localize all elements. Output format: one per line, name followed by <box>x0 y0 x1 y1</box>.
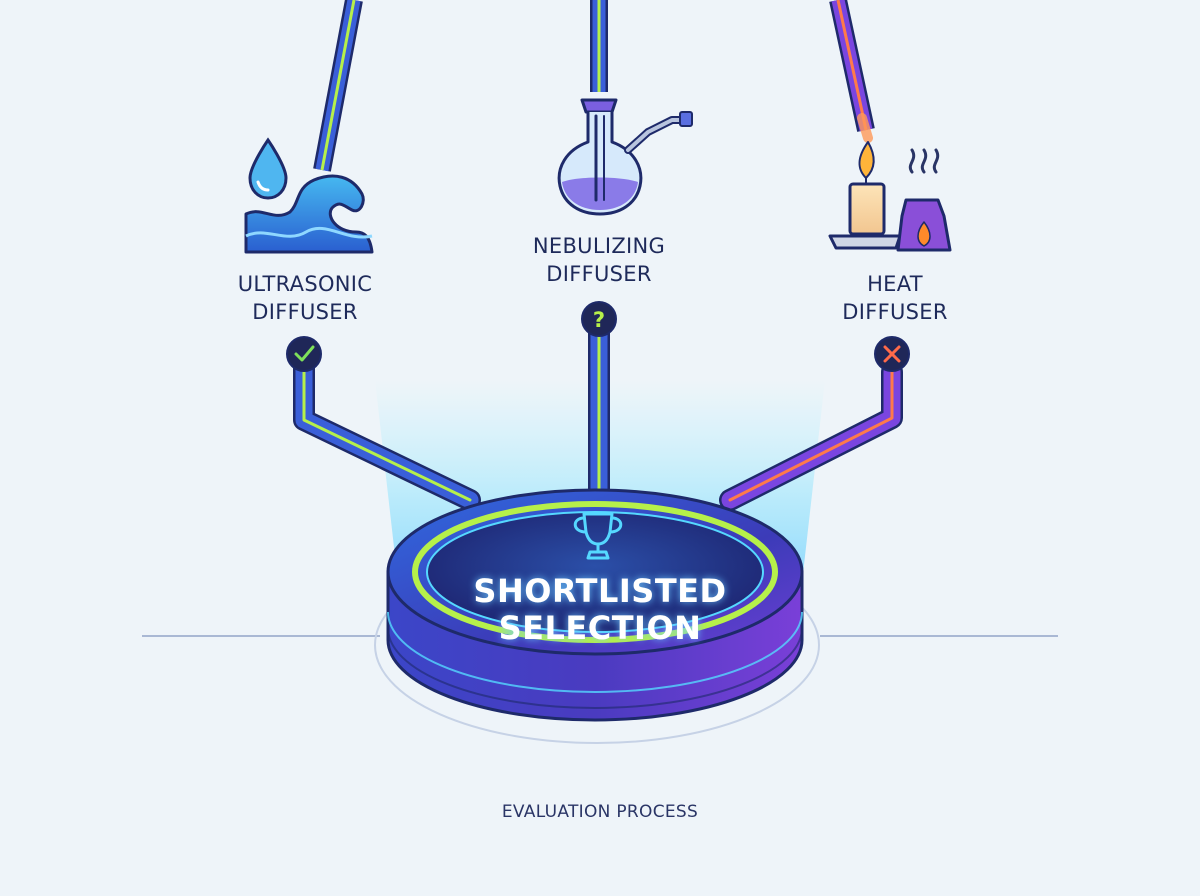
pipe-top-heat <box>829 0 875 143</box>
footer-caption: EVALUATION PROCESS <box>501 802 699 822</box>
water-drop-wave-icon <box>244 137 374 254</box>
status-node-heat <box>874 336 910 372</box>
status-node-ultrasonic <box>286 336 322 372</box>
pipe-bottom-ultrasonic <box>293 341 481 511</box>
option-label-heat: HEAT DIFFUSER <box>842 272 948 324</box>
cross-icon <box>883 345 901 363</box>
glass-flask-icon <box>557 98 693 216</box>
shortlisted-platform <box>374 488 820 744</box>
check-icon <box>294 345 315 362</box>
question-icon: ? <box>593 308 605 332</box>
pipe-top-ultrasonic <box>313 0 363 172</box>
pipe-bottom-heat <box>719 361 903 511</box>
status-node-nebulizing: ? <box>581 301 617 337</box>
platform-title: SHORTLISTED SELECTION <box>473 572 727 647</box>
option-label-ultrasonic: ULTRASONIC DIFFUSER <box>237 272 373 324</box>
option-label-nebulizing: NEBULIZING DIFFUSER <box>532 234 666 286</box>
trophy-icon <box>573 512 623 560</box>
candle-oil-burner-icon <box>828 141 952 252</box>
